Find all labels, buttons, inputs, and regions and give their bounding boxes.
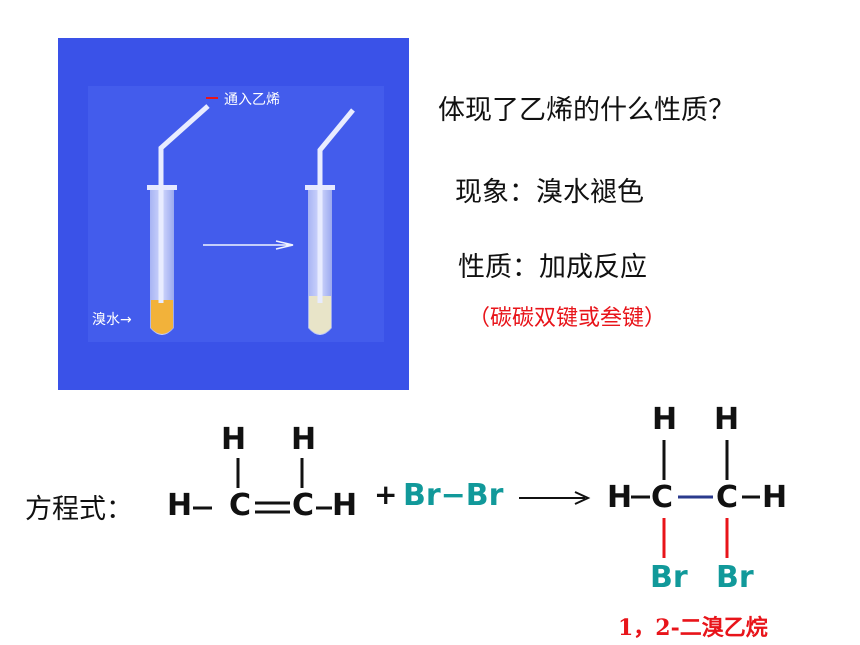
transition-arrow <box>203 240 294 250</box>
ethylene-c1: C <box>229 488 252 523</box>
ethylene-h-top-1: H <box>221 422 247 457</box>
decolorized-water <box>309 296 331 334</box>
bromine-reagent: Br−Br <box>403 478 504 513</box>
label-ethylene-in: 通入乙烯 <box>224 92 280 108</box>
product-br-2: Br <box>716 560 754 595</box>
property-text: 性质：加成反应 <box>458 252 647 283</box>
product-c2: C <box>716 480 739 515</box>
product-c1: C <box>651 480 674 515</box>
product-h-left: H <box>607 480 633 515</box>
product-name: 1，2-二溴乙烷 <box>618 615 768 641</box>
experiment-photo: 通入乙烯 溴水→ <box>58 38 409 390</box>
test-tubes-illustration: 通入乙烯 溴水→ <box>88 86 384 342</box>
label-bromine-water: 溴水→ <box>92 312 132 328</box>
product-h-top-2: H <box>714 402 740 437</box>
question-text: 体现了乙烯的什么性质？ <box>438 95 735 126</box>
product-h-top-1: H <box>652 402 678 437</box>
plus-sign: + <box>374 478 398 511</box>
product-br-1: Br <box>650 560 688 595</box>
left-test-tube <box>147 104 210 335</box>
ethylene-h-left: H <box>167 488 193 523</box>
phenomenon-text: 现象：溴水褪色 <box>455 177 644 208</box>
equation-label: 方程式： <box>25 494 133 525</box>
right-test-tube <box>305 108 355 335</box>
product-h-right: H <box>762 480 788 515</box>
ethylene-h-top-2: H <box>291 422 317 457</box>
bromine-water-orange <box>151 300 173 334</box>
ethylene-h-right: H <box>332 488 358 523</box>
ethylene-c2: C <box>292 488 315 523</box>
bond-note: （碳碳双键或叁键） <box>468 306 667 331</box>
